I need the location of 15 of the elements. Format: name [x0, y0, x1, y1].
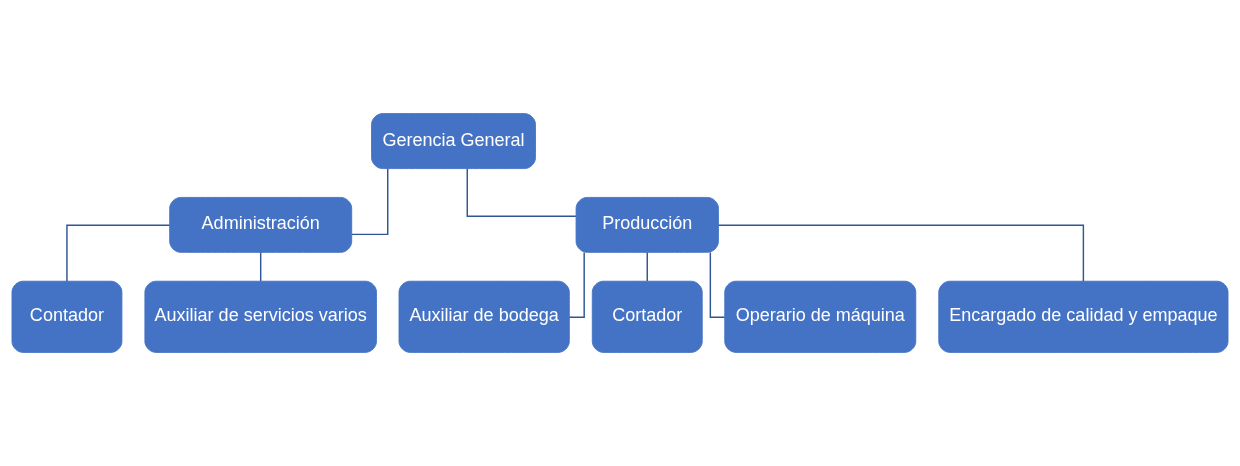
node-box: Administración	[169, 196, 353, 253]
connector	[259, 251, 262, 282]
node-box: Gerencia General	[371, 113, 536, 169]
node-box: Cortador	[591, 280, 703, 353]
connector	[466, 167, 577, 218]
node-box: Contador	[11, 280, 123, 353]
node-box: Auxiliar de bodega	[398, 280, 570, 353]
connector	[646, 251, 648, 282]
node-box: Encargado de calidad y empaque	[938, 280, 1229, 353]
connector	[717, 224, 1085, 282]
node-box: Producción	[575, 196, 719, 253]
node-box: Operario de máquina	[724, 280, 917, 353]
connector	[66, 224, 171, 282]
node-box: Auxiliar de servicios varios	[144, 280, 377, 353]
connector	[351, 168, 389, 236]
